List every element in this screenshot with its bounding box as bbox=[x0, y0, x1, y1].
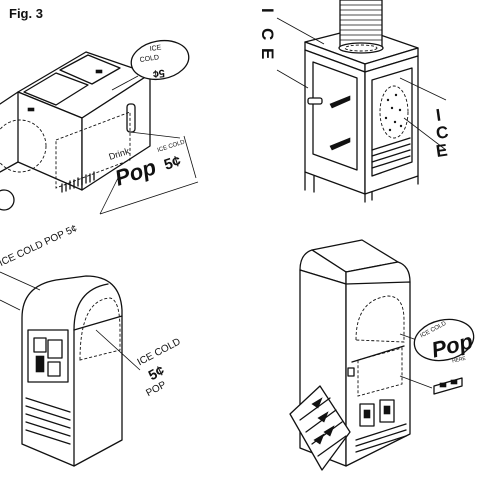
arc-text-right: ICE COLD 5¢ POP bbox=[136, 336, 183, 399]
front-text-small: ICE COLD bbox=[157, 139, 186, 154]
side-letters-right: I C E bbox=[435, 106, 450, 161]
machine-vent bbox=[25, 397, 71, 445]
chest-cooler: ICE COLD 5¢ Drink Pop ICE COLD 5¢ bbox=[0, 39, 199, 215]
rounded-vending-machine: ICE COLD POP 5¢ ICE COLD 5¢ POP bbox=[0, 223, 183, 467]
arc-text-left: ICE COLD POP 5¢ bbox=[0, 223, 79, 269]
ice-chest: I C E I C E bbox=[258, 0, 450, 203]
ice-dots bbox=[384, 93, 403, 132]
front-price: 5¢ bbox=[162, 152, 183, 173]
sign-bottom: HERE bbox=[452, 356, 467, 365]
right-letter-e: E bbox=[435, 141, 449, 161]
side-letter-c: C bbox=[258, 28, 277, 40]
arc-text-right-mid: 5¢ bbox=[146, 362, 167, 384]
pop-sign: ICE COLD Pop HERE bbox=[413, 318, 475, 365]
front-sign: Drink Pop ICE COLD 5¢ bbox=[108, 139, 187, 191]
bottle-rack bbox=[289, 385, 351, 471]
lid-sign: ICE COLD 5¢ bbox=[130, 39, 190, 81]
tall-machine-vent bbox=[355, 423, 407, 453]
ice-chest-vent bbox=[371, 137, 411, 169]
right-letter-c: C bbox=[435, 122, 450, 143]
arc-text-right-bottom: POP bbox=[144, 379, 168, 399]
side-letter-e: E bbox=[258, 48, 277, 59]
side-letters-left: I C E bbox=[258, 8, 277, 59]
figure-label: Fig. 3 bbox=[9, 6, 43, 21]
cooler-lid-left bbox=[23, 72, 89, 106]
side-letter-i: I bbox=[258, 8, 277, 13]
lid-sign-top: ICE bbox=[149, 44, 162, 53]
lid-sign-mid: COLD bbox=[139, 54, 159, 64]
cooler-vent bbox=[61, 171, 95, 193]
drum-coils bbox=[340, 4, 382, 41]
right-letter-i: I bbox=[435, 106, 442, 125]
tall-vending-machine: ICE COLD Pop HERE bbox=[289, 239, 475, 471]
cooler-lid-right bbox=[59, 54, 121, 85]
lid-sign-price: 5¢ bbox=[152, 67, 165, 80]
